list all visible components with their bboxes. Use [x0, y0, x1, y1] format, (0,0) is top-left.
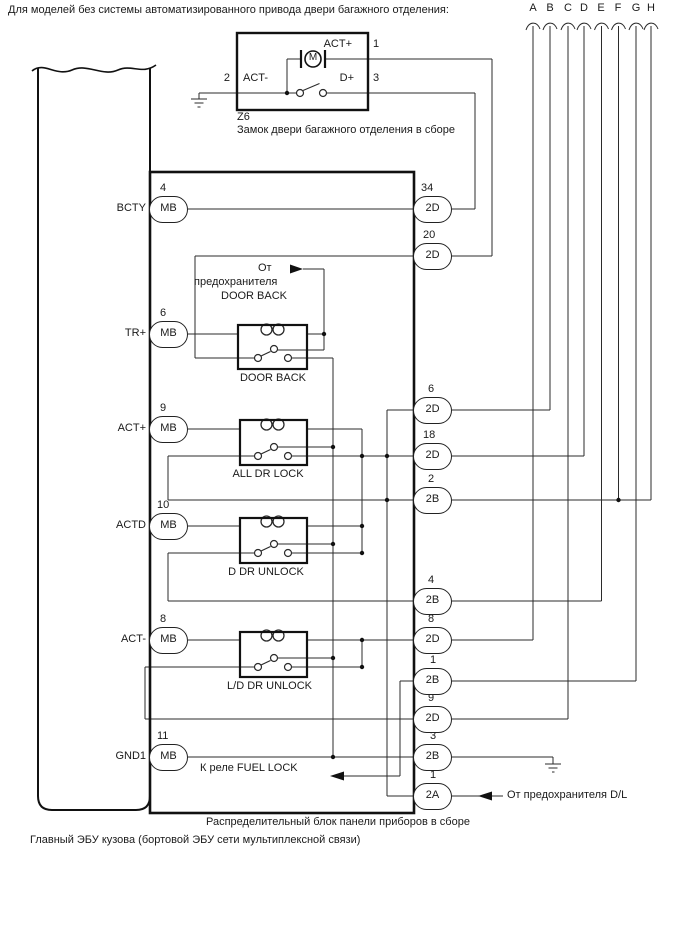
- ecu-pin-number: 8: [160, 613, 167, 625]
- fuse-dl-note: От предохранителя D/L: [507, 789, 628, 801]
- connector-oval-2b: 2B: [413, 486, 452, 514]
- z6-pin-number-1: 1: [373, 38, 380, 50]
- z6-pin-number-2: 2: [223, 72, 230, 84]
- wire-letter-a: A: [529, 2, 537, 14]
- jb-pin-number: 18: [423, 429, 436, 441]
- connector-oval-mb: MB: [149, 195, 188, 223]
- ecu-signal-tr: TR+: [124, 327, 146, 339]
- jb-pin-number: 4: [428, 574, 435, 586]
- connector-oval-2d: 2D: [413, 626, 452, 654]
- diagram-note: Для моделей без системы автоматизированн…: [8, 4, 449, 16]
- relay-label-d-dr-unlock: D DR UNLOCK: [228, 566, 304, 578]
- wire-letter-d: D: [580, 2, 588, 14]
- connector-oval-2b: 2B: [413, 587, 452, 615]
- connector-oval-2d: 2D: [413, 195, 452, 223]
- jb-pin-number: 20: [423, 229, 436, 241]
- fuse-door-back-note-line3: DOOR BACK: [221, 290, 288, 302]
- z6-pin-number-3: 3: [373, 72, 380, 84]
- connector-oval-2b: 2B: [413, 667, 452, 695]
- wire-letter-c: C: [564, 2, 572, 14]
- jb-pin-number: 1: [430, 769, 437, 781]
- ecu-pin-number: 6: [160, 307, 167, 319]
- connector-oval-2d: 2D: [413, 242, 452, 270]
- junction-block-caption: Распределительный блок панели приборов в…: [206, 816, 470, 828]
- connector-oval-2d: 2D: [413, 442, 452, 470]
- ecu-signal-actd: ACTD: [116, 519, 146, 531]
- ecu-pin-number: 9: [160, 402, 167, 414]
- wire-letter-b: B: [546, 2, 554, 14]
- z6-id: Z6: [237, 111, 250, 123]
- ecu-pin-number: 4: [160, 182, 167, 194]
- relay-label-door-back: DOOR BACK: [239, 372, 306, 384]
- relay-label-ld-dr-unlock: L/D DR UNLOCK: [227, 680, 312, 692]
- ecu-signal-act-minus: ACT-: [120, 633, 146, 645]
- connector-oval-mb: MB: [149, 415, 188, 443]
- ecu-signal-bcty: BCTY: [116, 202, 146, 214]
- jb-pin-number: 2: [428, 473, 435, 485]
- ecu-pin-number: 10: [157, 499, 170, 511]
- connector-oval-mb: MB: [149, 512, 188, 540]
- wire-letter-g: G: [631, 2, 641, 14]
- wire-letter-h: H: [647, 2, 655, 14]
- ecu-signal-gnd1: GND1: [115, 750, 146, 762]
- jb-pin-number: 6: [428, 383, 435, 395]
- fuse-door-back-note-line2: предохранителя: [194, 276, 278, 288]
- connector-oval-mb: MB: [149, 320, 188, 348]
- ecu-signal-act-plus: ACT+: [117, 422, 146, 434]
- jb-pin-number: 34: [421, 182, 434, 194]
- jb-pin-number: 3: [430, 730, 437, 742]
- connector-oval-mb: MB: [149, 626, 188, 654]
- z6-name: Замок двери багажного отделения в сборе: [237, 124, 455, 136]
- z6-pin-label-act-plus: ACT+: [323, 38, 352, 50]
- connector-oval-2d: 2D: [413, 705, 452, 733]
- wire-letter-e: E: [597, 2, 605, 14]
- ecu-caption: Главный ЭБУ кузова (бортовой ЭБУ сети му…: [30, 834, 361, 846]
- z6-pin-label-act-minus: ACT-: [243, 72, 269, 84]
- connector-oval-2b: 2B: [413, 743, 452, 771]
- connector-oval-2d: 2D: [413, 396, 452, 424]
- jb-pin-number: 1: [430, 654, 437, 666]
- jb-pin-number: 8: [428, 613, 435, 625]
- connector-oval-mb: MB: [149, 743, 188, 771]
- motor-icon: M: [308, 52, 318, 63]
- connector-oval-2a: 2A: [413, 782, 452, 810]
- fuse-door-back-note-line1: От: [258, 262, 272, 274]
- relay-label-all-dr-lock: ALL DR LOCK: [232, 468, 304, 480]
- fuel-lock-note: К реле FUEL LOCK: [200, 762, 298, 774]
- ecu-pin-number: 11: [157, 730, 169, 742]
- wire-letter-f: F: [614, 2, 622, 14]
- z6-pin-label-d-plus: D+: [339, 72, 354, 84]
- jb-pin-number: 9: [428, 692, 435, 704]
